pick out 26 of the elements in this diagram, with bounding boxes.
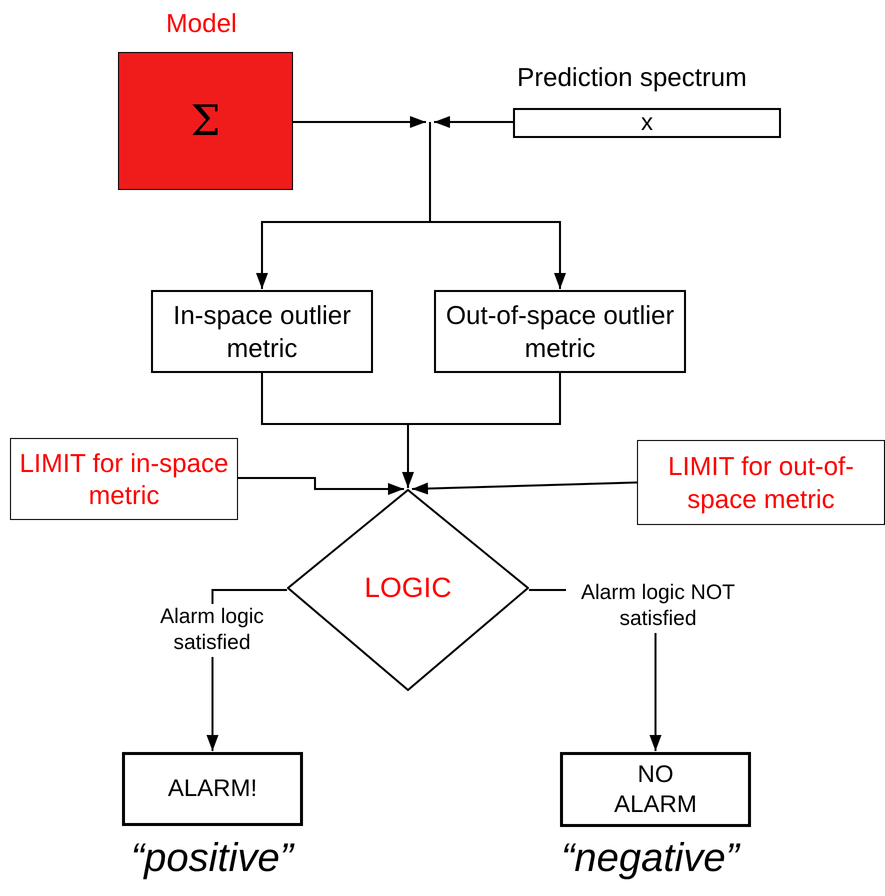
outcome-box [122,752,303,826]
box-text: LIMIT for in-space metric [19,446,229,512]
variable-label: x [641,111,653,135]
process-box [151,290,373,373]
outcome-caption: “negative” [560,838,742,878]
connector-arrow [402,424,414,488]
box-text: In-space outlier metric [172,299,352,364]
connector-arrow [293,116,426,128]
spectrum-heading: Prediction spectrum [517,64,747,90]
sigma-symbol: Σ [190,100,220,142]
connector-arrow [434,116,513,128]
box-text: NO ALARM [613,760,698,820]
box-text: LIMIT for out-of-space metric [667,450,855,515]
connector-arrow [256,221,430,289]
process-box [434,290,686,373]
decision-text: LOGIC [364,574,452,602]
connector-arrow [238,477,404,495]
outcome-box [560,752,751,827]
connector-arrow [412,482,638,495]
model-heading: Model [166,10,237,36]
outcome-caption: “positive” [130,838,296,878]
limit-box [637,440,885,525]
box-text: Out-of-space outlier metric [444,299,676,364]
box-text: ALARM! [168,774,258,804]
connector-arrow [430,221,566,289]
limit-box [10,438,238,520]
